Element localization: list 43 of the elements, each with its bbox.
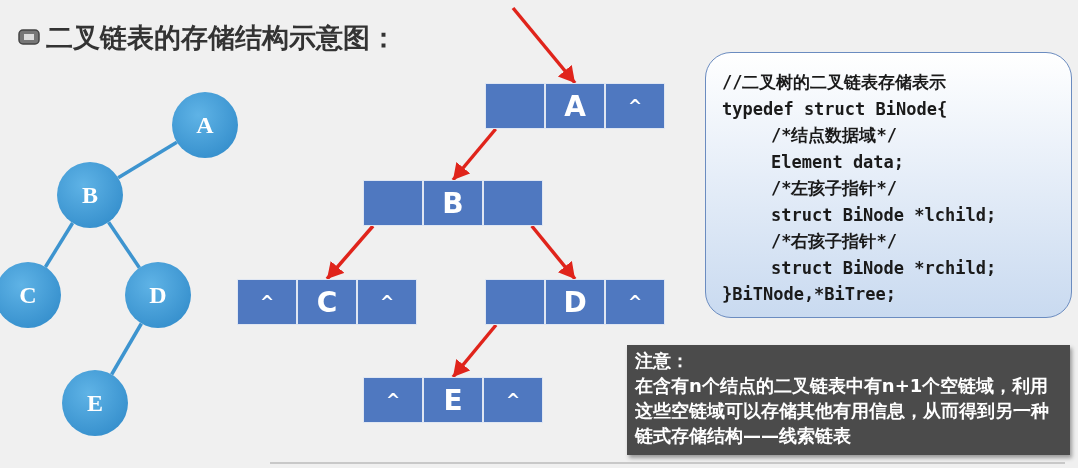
- code-line: /*左孩子指针*/: [771, 177, 897, 200]
- list-cell: [485, 279, 545, 325]
- list-cell: ^: [605, 279, 665, 325]
- list-cell: ^: [363, 377, 423, 423]
- tree-node-circle: B: [57, 162, 123, 228]
- list-cell: ^: [605, 83, 665, 129]
- code-line: Element data;: [771, 150, 905, 174]
- tree-node-circle: D: [125, 262, 191, 328]
- code-line: struct BiNode *lchild;: [771, 203, 997, 227]
- connector-line: [117, 140, 178, 180]
- note-panel: [627, 345, 1070, 455]
- list-cell: D: [545, 279, 605, 325]
- code-line: //二叉树的二叉链表存储表示: [722, 71, 947, 94]
- connector-line: [107, 221, 141, 269]
- note-text: 在含有n个结点的二叉链表中有n+1个空链域，利用这些空链域可以存储其他有用信息，从而得到另一种链式存储结构——线索链表: [635, 374, 1050, 448]
- arrow: [511, 6, 577, 85]
- connector-line: [110, 322, 143, 376]
- code-line: /*结点数据域*/: [771, 124, 897, 147]
- list-cell: B: [423, 180, 483, 226]
- arrow: [451, 127, 498, 182]
- list-cell: ^: [357, 279, 417, 325]
- note-heading: 注意：: [635, 349, 690, 373]
- list-cell: E: [423, 377, 483, 423]
- code-line: }BiTNode,*BiTree;: [722, 283, 896, 306]
- list-cell: A: [545, 83, 605, 129]
- list-cell: [363, 180, 423, 226]
- connector-line: [43, 222, 75, 268]
- list-cell: C: [297, 279, 357, 325]
- list-cell: ^: [237, 279, 297, 325]
- code-panel: [705, 52, 1072, 318]
- tree-node-circle: C: [0, 262, 61, 328]
- code-line: typedef struct BiNode{: [722, 97, 948, 121]
- code-line: /*右孩子指针*/: [771, 230, 897, 253]
- list-cell: [485, 83, 545, 129]
- title: 二叉链表的存储结构示意图：: [46, 21, 397, 55]
- code-line: struct BiNode *rchild;: [771, 256, 997, 280]
- list-cell: [483, 180, 543, 226]
- arrow: [530, 224, 577, 281]
- arrow: [325, 224, 375, 281]
- list-cell: ^: [483, 377, 543, 423]
- arrow: [451, 323, 498, 379]
- tree-node-circle: A: [172, 92, 238, 158]
- tree-node-circle: E: [62, 370, 128, 436]
